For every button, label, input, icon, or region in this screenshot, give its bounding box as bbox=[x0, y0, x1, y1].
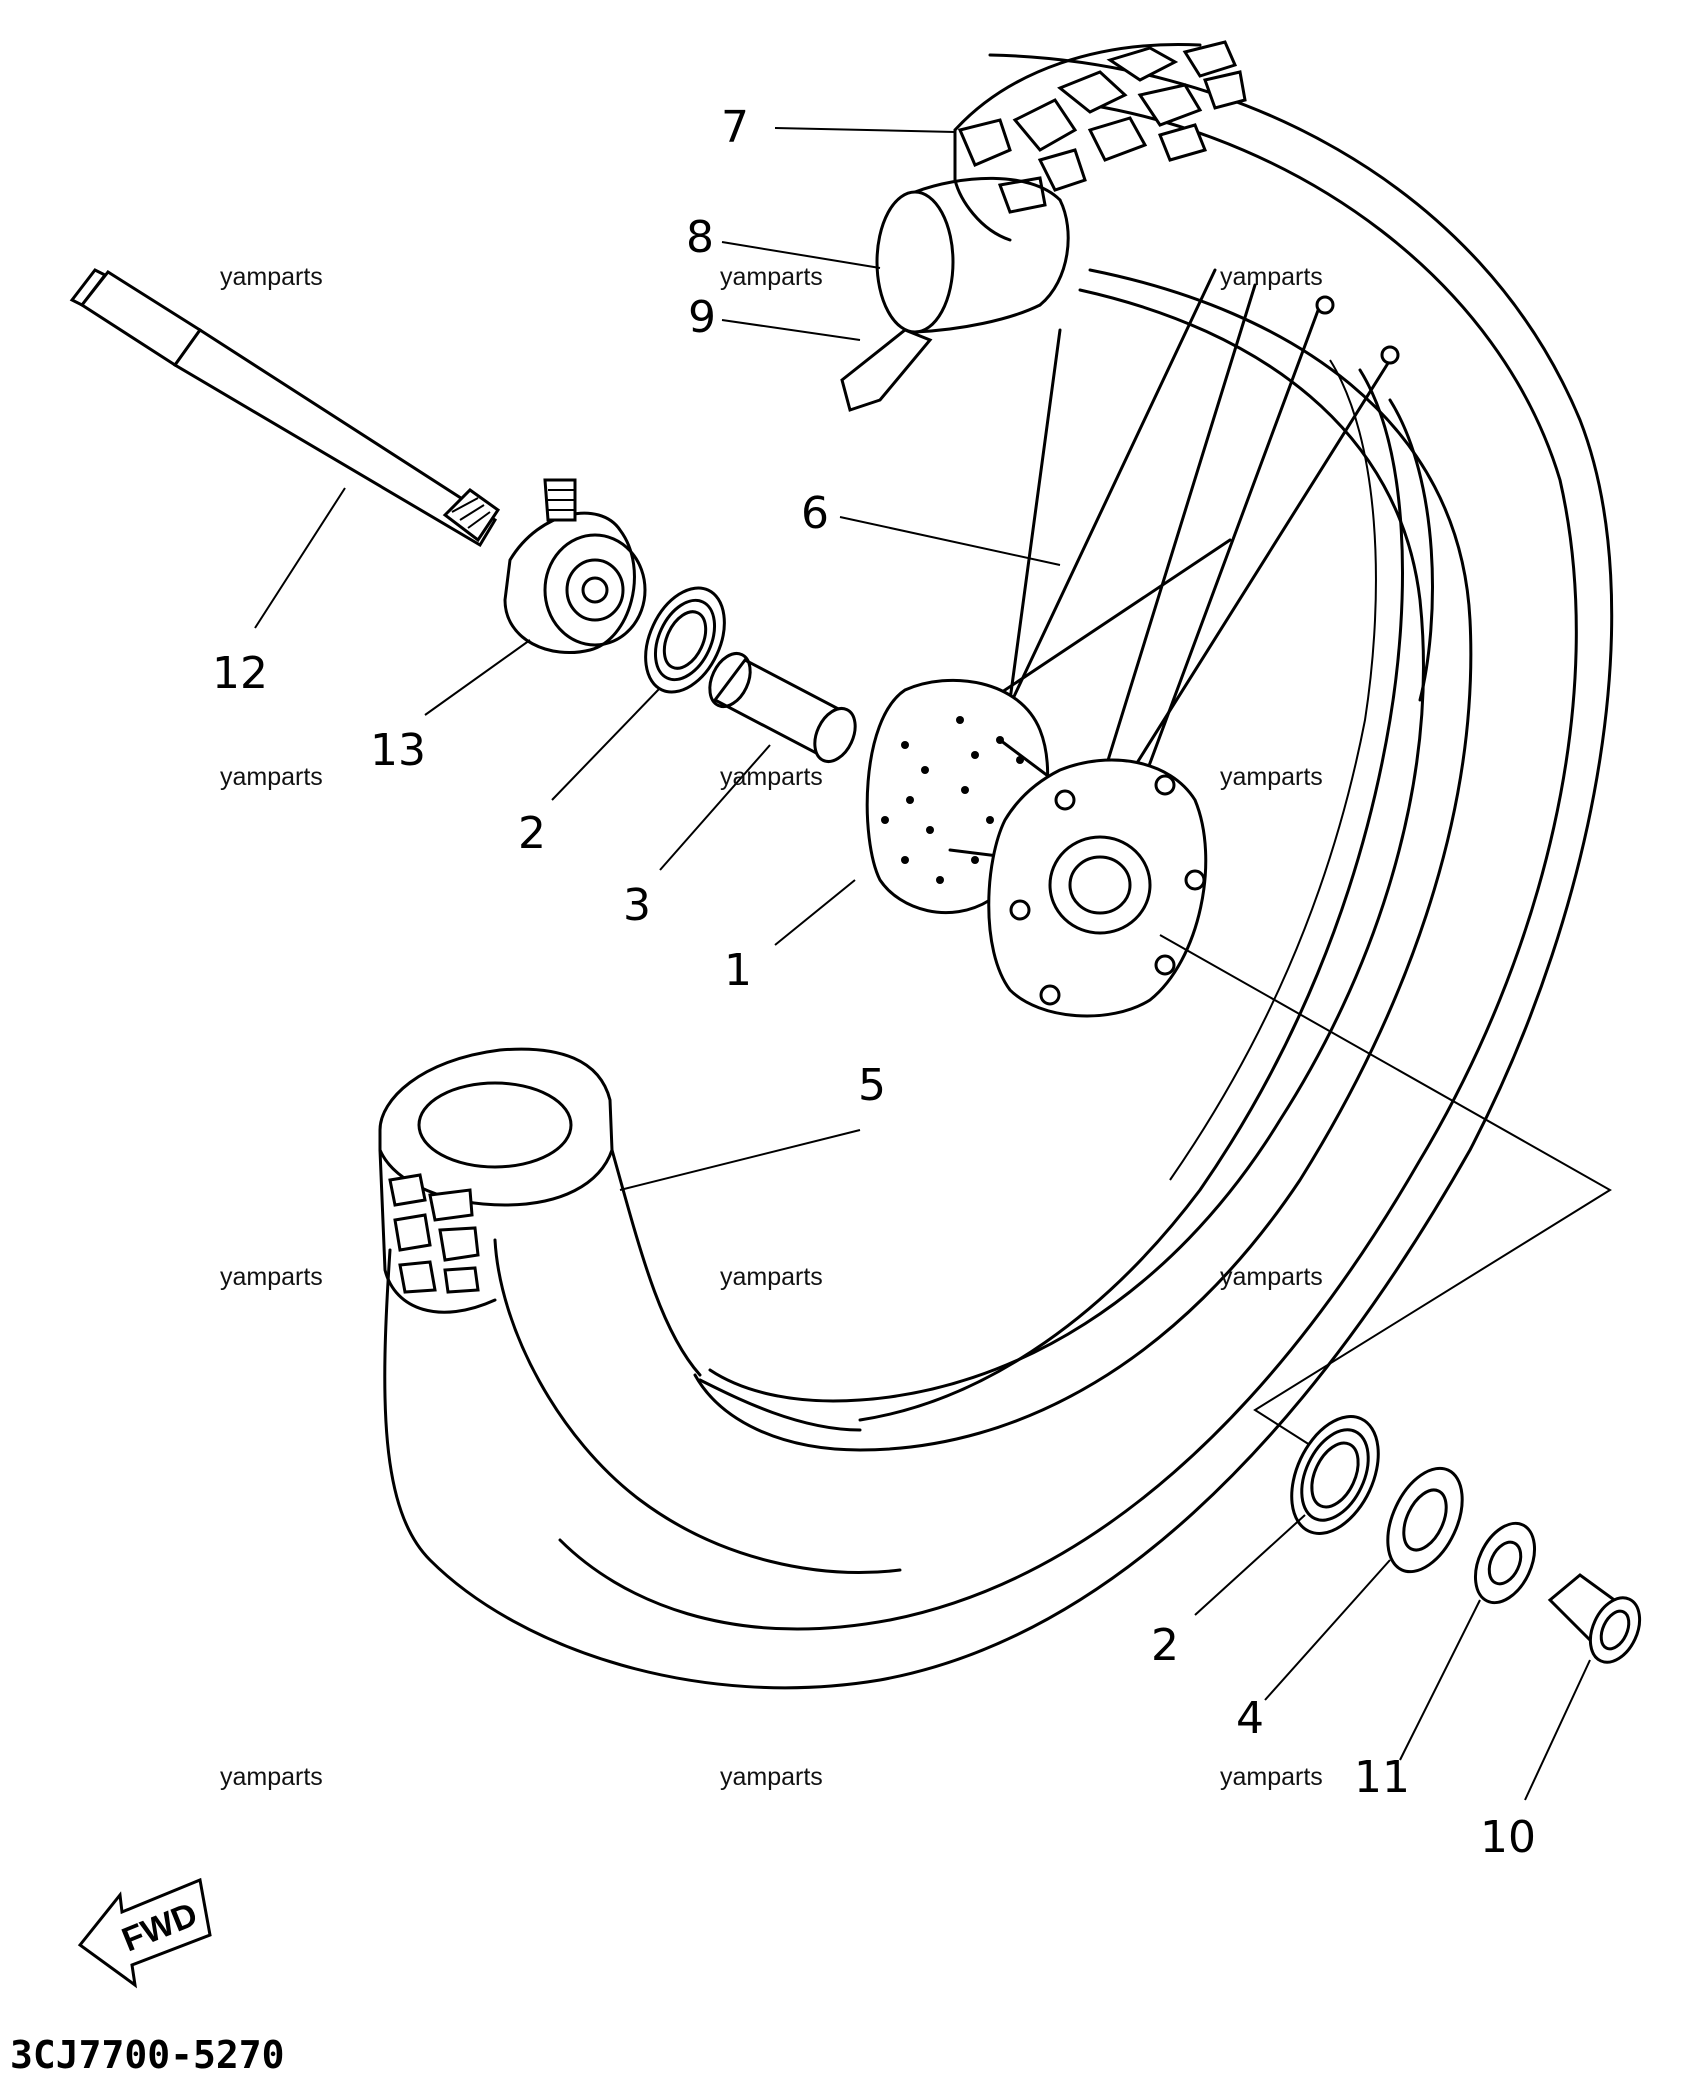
callout-5: 5 bbox=[858, 1060, 886, 1111]
callout-8: 8 bbox=[686, 212, 714, 263]
watermark: yamparts bbox=[220, 263, 323, 291]
callout-2-left: 2 bbox=[518, 808, 546, 859]
callout-11: 11 bbox=[1354, 1752, 1410, 1803]
callout-6: 6 bbox=[801, 488, 829, 539]
watermark: yamparts bbox=[1220, 1263, 1323, 1291]
watermark: yamparts bbox=[720, 263, 823, 291]
callout-4: 4 bbox=[1236, 1693, 1264, 1744]
tire-and-rim bbox=[378, 42, 1614, 1690]
wheel-hub bbox=[865, 678, 1208, 1018]
watermarks: yamparts yamparts yamparts yamparts yamp… bbox=[220, 263, 1323, 1791]
watermark: yamparts bbox=[1220, 763, 1323, 791]
tire-tread-bottom bbox=[388, 1173, 480, 1294]
speedometer-gear-unit bbox=[503, 478, 647, 655]
callouts: 7 8 9 6 12 13 2 3 1 5 2 4 11 10 bbox=[212, 102, 1536, 1863]
fwd-arrow: FWD bbox=[77, 1877, 212, 1989]
collar bbox=[1547, 1573, 1642, 1664]
callout-9: 9 bbox=[688, 292, 716, 343]
watermark: yamparts bbox=[1220, 263, 1323, 291]
callout-10: 10 bbox=[1480, 1812, 1536, 1863]
axle bbox=[69, 268, 501, 548]
tire-tread-top bbox=[957, 40, 1247, 214]
rim-band bbox=[840, 328, 933, 412]
inner-tube bbox=[875, 176, 1070, 334]
diagram-code: 3CJ7700-5270 bbox=[10, 2033, 285, 2077]
watermark: yamparts bbox=[220, 763, 323, 791]
spokes bbox=[958, 268, 1400, 792]
watermark: yamparts bbox=[720, 1263, 823, 1291]
oil-seal bbox=[1386, 1466, 1464, 1574]
bearing-right bbox=[1290, 1415, 1380, 1535]
watermark: yamparts bbox=[720, 763, 823, 791]
watermark: yamparts bbox=[220, 1763, 323, 1791]
spacer bbox=[708, 652, 857, 763]
callout-13: 13 bbox=[370, 725, 426, 776]
circlip bbox=[1473, 1521, 1537, 1605]
callout-2-right: 2 bbox=[1151, 1620, 1179, 1671]
callout-1: 1 bbox=[724, 945, 752, 996]
watermark: yamparts bbox=[720, 1763, 823, 1791]
watermark: yamparts bbox=[1220, 1763, 1323, 1791]
leader-lines bbox=[254, 127, 1591, 1801]
assembly-axis-line bbox=[1159, 934, 1612, 1446]
callout-12: 12 bbox=[212, 648, 268, 699]
watermark: yamparts bbox=[220, 1263, 323, 1291]
callout-3: 3 bbox=[623, 880, 651, 931]
bearing-left bbox=[644, 586, 726, 694]
callout-7: 7 bbox=[721, 102, 749, 153]
hub-holes bbox=[881, 716, 1024, 884]
